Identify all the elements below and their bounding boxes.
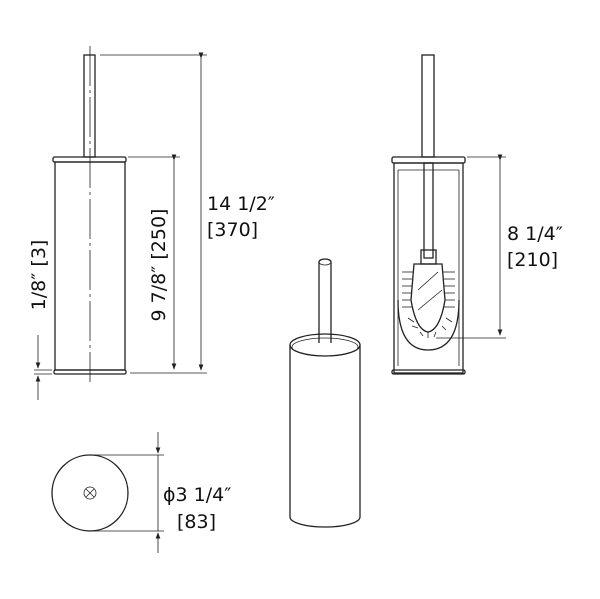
- diameter-imperial: ϕ3 1/4″: [163, 484, 231, 506]
- dim-body-height: 9 7/8″ [250]: [128, 154, 180, 370]
- total-height-metric: [370]: [207, 219, 258, 241]
- top-view: [51, 454, 129, 532]
- base-thickness-label: 1/8″ [3]: [28, 240, 50, 311]
- dim-base-thickness: 1/8″ [3]: [28, 240, 52, 400]
- section-view: [391, 54, 466, 375]
- perspective-view: [289, 258, 361, 528]
- brush-height-metric: [210]: [507, 249, 558, 271]
- dim-brush-height: 8 1/4″ [210]: [436, 154, 563, 339]
- total-height-imperial: 14 1/2″: [207, 193, 275, 215]
- front-view: [52, 46, 127, 382]
- dim-total-height: 14 1/2″ [370]: [100, 52, 275, 374]
- body-height-label: 9 7/8″ [250]: [148, 209, 170, 322]
- dim-diameter: ϕ3 1/4″ [83]: [92, 432, 231, 553]
- diameter-metric: [83]: [177, 511, 216, 533]
- brush-height-imperial: 8 1/4″: [507, 223, 563, 245]
